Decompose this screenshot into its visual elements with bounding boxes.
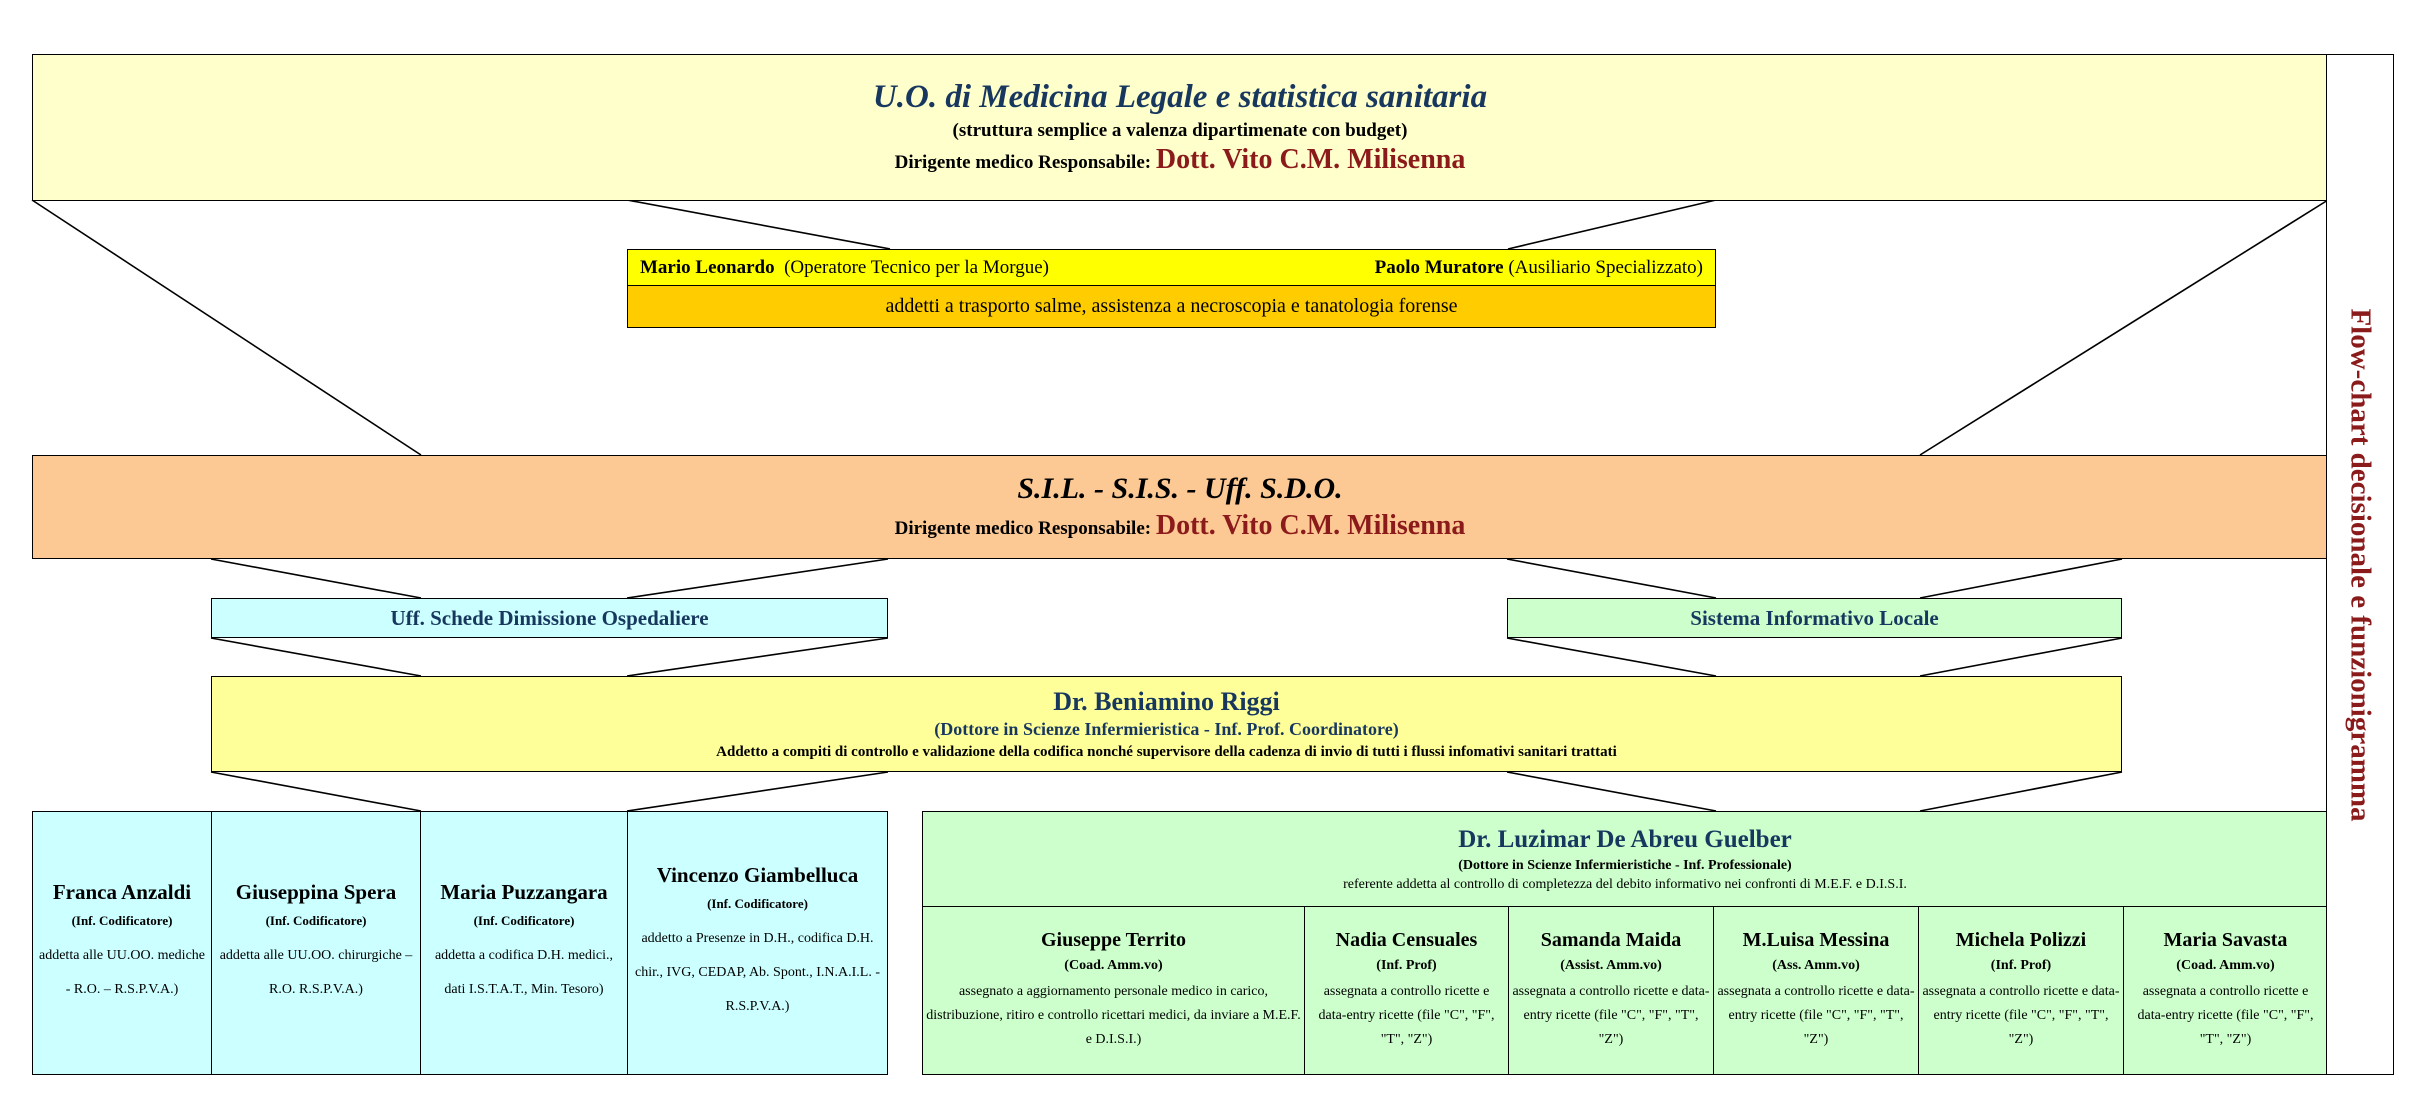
morgue-duties-box: addetti a trasporto salme, assistenza a … — [627, 285, 1716, 328]
coder-role: (Inf. Codificatore) — [473, 912, 575, 928]
coordinator-role: (Dottore in Scienze Infermieristica - In… — [934, 719, 1399, 739]
uo-header-box: U.O. di Medicina Legale e statistica san… — [32, 54, 2328, 201]
sil-responsible-label: Dirigente medico Responsabile: — [894, 518, 1152, 539]
morgue-person-2: Paolo Muratore (Ausiliario Specializzato… — [1375, 257, 1703, 279]
coder-desc: addetta alle UU.OO. chirurgiche – R.O. R… — [219, 947, 413, 997]
connector-line — [1506, 771, 1717, 812]
coder-name: Maria Puzzangara — [440, 879, 608, 904]
connector-line — [1919, 199, 2329, 456]
coordinator-box: Dr. Beniamino Riggi (Dottore in Scienze … — [211, 676, 2122, 772]
referent-role: (Dottore in Scienze Infermieristiche - I… — [1458, 857, 1792, 873]
connector-line — [210, 558, 422, 599]
connector-line — [1919, 771, 2123, 812]
connector-line — [1506, 637, 1717, 677]
staff-desc: assegnata a controllo ricette e data-ent… — [1717, 984, 1915, 1047]
morgue-person-2-role: (Ausiliario Specializzato) — [1508, 256, 1703, 278]
coordinator-desc: Addetto a compiti di controllo e validaz… — [716, 744, 1617, 760]
sdo-office-label: Uff. Schede Dimissione Ospedaliere — [390, 605, 709, 630]
sil-office-label: Sistema Informativo Locale — [1690, 605, 1939, 630]
coder-desc: addetto a Presenze in D.H., codifica D.H… — [635, 930, 880, 1014]
staff-card: Samanda Maida (Assist. Amm.vo) assegnata… — [1508, 906, 1714, 1075]
coder-name: Giuseppina Spera — [235, 879, 397, 904]
staff-desc: assegnata a controllo ricette e data-ent… — [1922, 984, 2120, 1047]
sil-box: S.I.L. - S.I.S. - Uff. S.D.O. Dirigente … — [32, 455, 2328, 559]
morgue-duties: addetti a trasporto salme, assistenza a … — [885, 295, 1458, 317]
staff-card: M.Luisa Messina (Ass. Amm.vo) assegnata … — [1713, 906, 1919, 1075]
coder-card: Giuseppina Spera (Inf. Codificatore) add… — [211, 811, 421, 1075]
coder-card: Vincenzo Giambelluca (Inf. Codificatore)… — [627, 811, 888, 1075]
uo-subtitle: (struttura semplice a valenza dipartimen… — [952, 120, 1408, 141]
staff-card: Giuseppe Territo (Coad. Amm.vo) assegnat… — [922, 906, 1305, 1075]
staff-card: Nadia Censuales (Inf. Prof) assegnata a … — [1304, 906, 1509, 1075]
sil-office-box: Sistema Informativo Locale — [1507, 598, 2122, 638]
staff-name: Michela Polizzi — [1955, 929, 2087, 951]
sil-responsible: Dirigente medico Responsabile: Dott. Vit… — [895, 510, 1466, 542]
connector-line — [1919, 558, 2123, 599]
morgue-staff-names: Mario Leonardo (Operatore Tecnico per la… — [627, 249, 1716, 286]
staff-name: Samanda Maida — [1540, 929, 1682, 951]
coder-desc: addetta a codifica D.H. medici., dati I.… — [434, 947, 614, 997]
connector-line — [210, 637, 422, 677]
morgue-person-1-role: (Operatore Tecnico per la Morgue) — [784, 256, 1049, 278]
coder-card: Franca Anzaldi (Inf. Codificatore) addet… — [32, 811, 212, 1075]
staff-name: Maria Savasta — [2163, 929, 2288, 951]
coder-role: (Inf. Codificatore) — [265, 912, 367, 928]
staff-name: Giuseppe Territo — [1040, 929, 1186, 951]
coder-role: (Inf. Codificatore) — [707, 895, 808, 911]
coder-role: (Inf. Codificatore) — [71, 912, 173, 928]
coder-name: Franca Anzaldi — [52, 879, 192, 904]
referent-name: Dr. Luzimar De Abreu Guelber — [1458, 825, 1792, 853]
connector-line — [1506, 558, 1717, 599]
staff-name: M.Luisa Messina — [1742, 929, 1890, 951]
connector-line — [626, 637, 889, 677]
connector-line — [626, 558, 889, 599]
staff-card: Michela Polizzi (Inf. Prof) assegnata a … — [1918, 906, 2124, 1075]
morgue-person-1-name: Mario Leonardo — [640, 256, 775, 278]
coder-card: Maria Puzzangara (Inf. Codificatore) add… — [420, 811, 628, 1075]
staff-role: (Coad. Amm.vo) — [2176, 958, 2275, 973]
connector-line — [210, 771, 422, 812]
sil-title: S.I.L. - S.I.S. - Uff. S.D.O. — [1017, 472, 1343, 505]
connector-line — [1919, 637, 2123, 677]
sil-responsible-name: Dott. Vito C.M. Milisenna — [1155, 510, 1466, 541]
uo-title: U.O. di Medicina Legale e statistica san… — [872, 79, 1488, 115]
side-label-box: Flow-chart decisionale e funzionigramma — [2326, 54, 2394, 1075]
referent-desc: referente addetta al controllo di comple… — [1343, 876, 1907, 892]
staff-desc: assegnata a controllo ricette e data-ent… — [1318, 984, 1495, 1047]
staff-card: Maria Savasta (Coad. Amm.vo) assegnata a… — [2123, 906, 2328, 1075]
coder-desc: addetta alle UU.OO. mediche - R.O. – R.S… — [39, 947, 205, 997]
staff-role: (Assist. Amm.vo) — [1560, 958, 1662, 973]
connector-line — [31, 199, 422, 456]
coordinator-name: Dr. Beniamino Riggi — [1053, 687, 1280, 716]
morgue-person-1: Mario Leonardo (Operatore Tecnico per la… — [640, 257, 1049, 279]
connector-line — [1507, 199, 1717, 250]
referent-box: Dr. Luzimar De Abreu Guelber (Dottore in… — [922, 811, 2328, 907]
connector-line — [626, 771, 889, 812]
staff-role: (Coad. Amm.vo) — [1064, 958, 1163, 973]
staff-desc: assegnata a controllo ricette e data-ent… — [2137, 984, 2314, 1047]
staff-role: (Inf. Prof) — [1376, 958, 1437, 973]
sdo-office-box: Uff. Schede Dimissione Ospedaliere — [211, 598, 888, 638]
staff-role: (Inf. Prof) — [1990, 958, 2052, 973]
uo-responsible-label: Dirigente medico Responsabile: — [894, 152, 1152, 173]
connector-line — [626, 199, 891, 250]
staff-desc: assegnato a aggiornamento personale medi… — [926, 984, 1301, 1047]
staff-desc: assegnata a controllo ricette e data-ent… — [1512, 984, 1710, 1047]
coder-name: Vincenzo Giambelluca — [656, 862, 859, 887]
uo-responsible-name: Dott. Vito C.M. Milisenna — [1155, 144, 1466, 175]
staff-name: Nadia Censuales — [1335, 929, 1478, 951]
staff-role: (Ass. Amm.vo) — [1772, 958, 1860, 973]
morgue-person-2-name: Paolo Muratore — [1374, 256, 1504, 278]
side-label: Flow-chart decisionale e funzionigramma — [2344, 307, 2377, 822]
uo-responsible: Dirigente medico Responsabile: Dott. Vit… — [895, 144, 1466, 176]
